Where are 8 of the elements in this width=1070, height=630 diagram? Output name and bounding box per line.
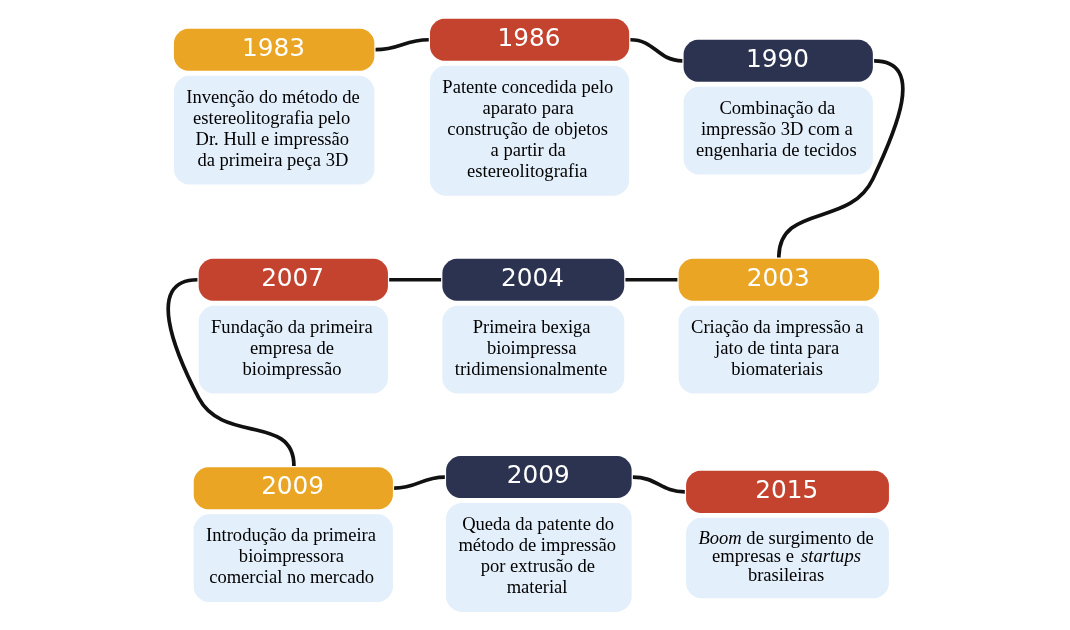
connector — [624, 277, 677, 282]
connector — [375, 37, 429, 52]
connector — [388, 277, 441, 282]
connector — [629, 37, 682, 63]
connector — [165, 277, 296, 467]
connector — [632, 475, 685, 494]
connector — [393, 475, 445, 491]
connector — [776, 58, 905, 258]
